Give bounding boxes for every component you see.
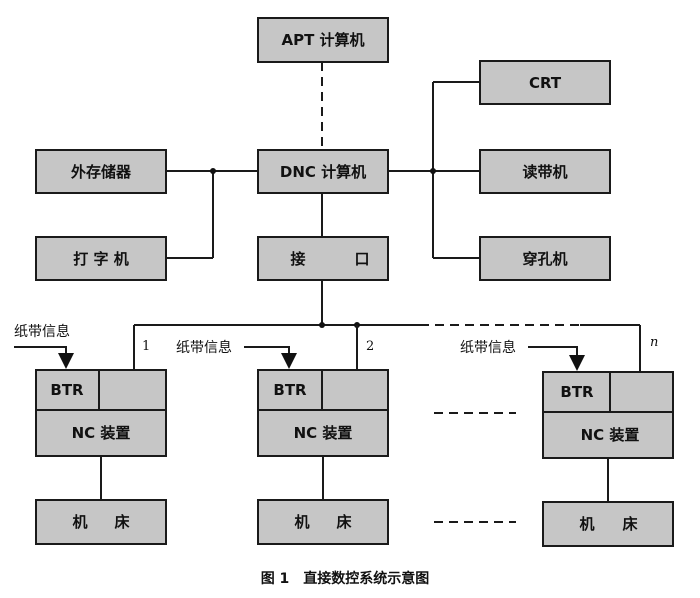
channel-2-tape-arrow <box>244 346 297 369</box>
channel-1-nc-label: NC 装置 <box>72 424 131 442</box>
bus-junction-dot-1 <box>319 322 325 328</box>
channel-2: 2 纸带信息 BTR NC 装置 机 床 <box>176 339 389 545</box>
channel-n-machine-label-left: 机 <box>579 515 594 533</box>
channel-2-machine-tool <box>257 499 389 545</box>
channel-n-nc-unit <box>542 371 674 459</box>
external-storage-label: 外存储器 <box>70 163 132 181</box>
channel-1-machine-label-left: 机 <box>72 513 87 531</box>
left-junction-dot <box>210 168 216 174</box>
figure-caption: 图 1 直接数控系统示意图 <box>261 570 430 587</box>
external-storage-box: 外存储器 <box>35 149 167 194</box>
channel-2-number: 2 <box>366 339 374 354</box>
tape-reader-label: 读带机 <box>522 163 567 181</box>
channel-2-machine-label-right: 床 <box>336 513 352 531</box>
channel-1-machine-tool <box>35 499 167 545</box>
channel-n-tape-arrow <box>528 346 585 371</box>
channel-1-tape-info: 纸带信息 <box>14 323 70 340</box>
tape-punch-box: 穿孔机 <box>479 236 611 281</box>
channel-2-tape-info: 纸带信息 <box>176 339 232 356</box>
right-junction-dot <box>430 168 436 174</box>
channel-n-btr-label: BTR <box>560 383 594 401</box>
dnc-computer-box: DNC 计算机 <box>257 149 389 194</box>
interface-box: 接 口 <box>257 236 389 281</box>
apt-computer-label: APT 计算机 <box>281 31 364 49</box>
channel-n-tape-info: 纸带信息 <box>460 339 516 356</box>
channel-1-number: 1 <box>142 339 150 354</box>
interface-label-right: 口 <box>354 250 369 268</box>
channel-1-nc-unit <box>35 369 167 457</box>
channel-2-btr-label: BTR <box>273 381 307 399</box>
channel-1: 1 纸带信息 BTR NC 装置 机 床 <box>14 323 167 545</box>
channel-n-machine-tool <box>542 501 674 547</box>
dnc-computer-label: DNC 计算机 <box>280 163 366 181</box>
channel-1-machine-label-right: 床 <box>114 513 130 531</box>
channel-1-btr-label: BTR <box>50 381 84 399</box>
crt-box: CRT <box>479 60 611 105</box>
tape-punch-label: 穿孔机 <box>522 250 567 268</box>
channel-n-machine-label-right: 床 <box>622 515 638 533</box>
channel-2-nc-label: NC 装置 <box>294 424 353 442</box>
channel-2-machine-label-left: 机 <box>294 513 309 531</box>
typewriter-label: 打 字 机 <box>73 250 128 268</box>
tape-reader-box: 读带机 <box>479 149 611 194</box>
channel-n: n 纸带信息 BTR NC 装置 机 床 <box>460 335 674 547</box>
interface-label-left: 接 <box>290 250 305 268</box>
channel-n-number: n <box>650 335 658 350</box>
typewriter-box: 打 字 机 <box>35 236 167 281</box>
channel-1-tape-arrow <box>14 346 74 369</box>
crt-label: CRT <box>529 74 562 92</box>
channel-n-nc-label: NC 装置 <box>581 426 640 444</box>
apt-computer-box: APT 计算机 <box>257 17 389 63</box>
